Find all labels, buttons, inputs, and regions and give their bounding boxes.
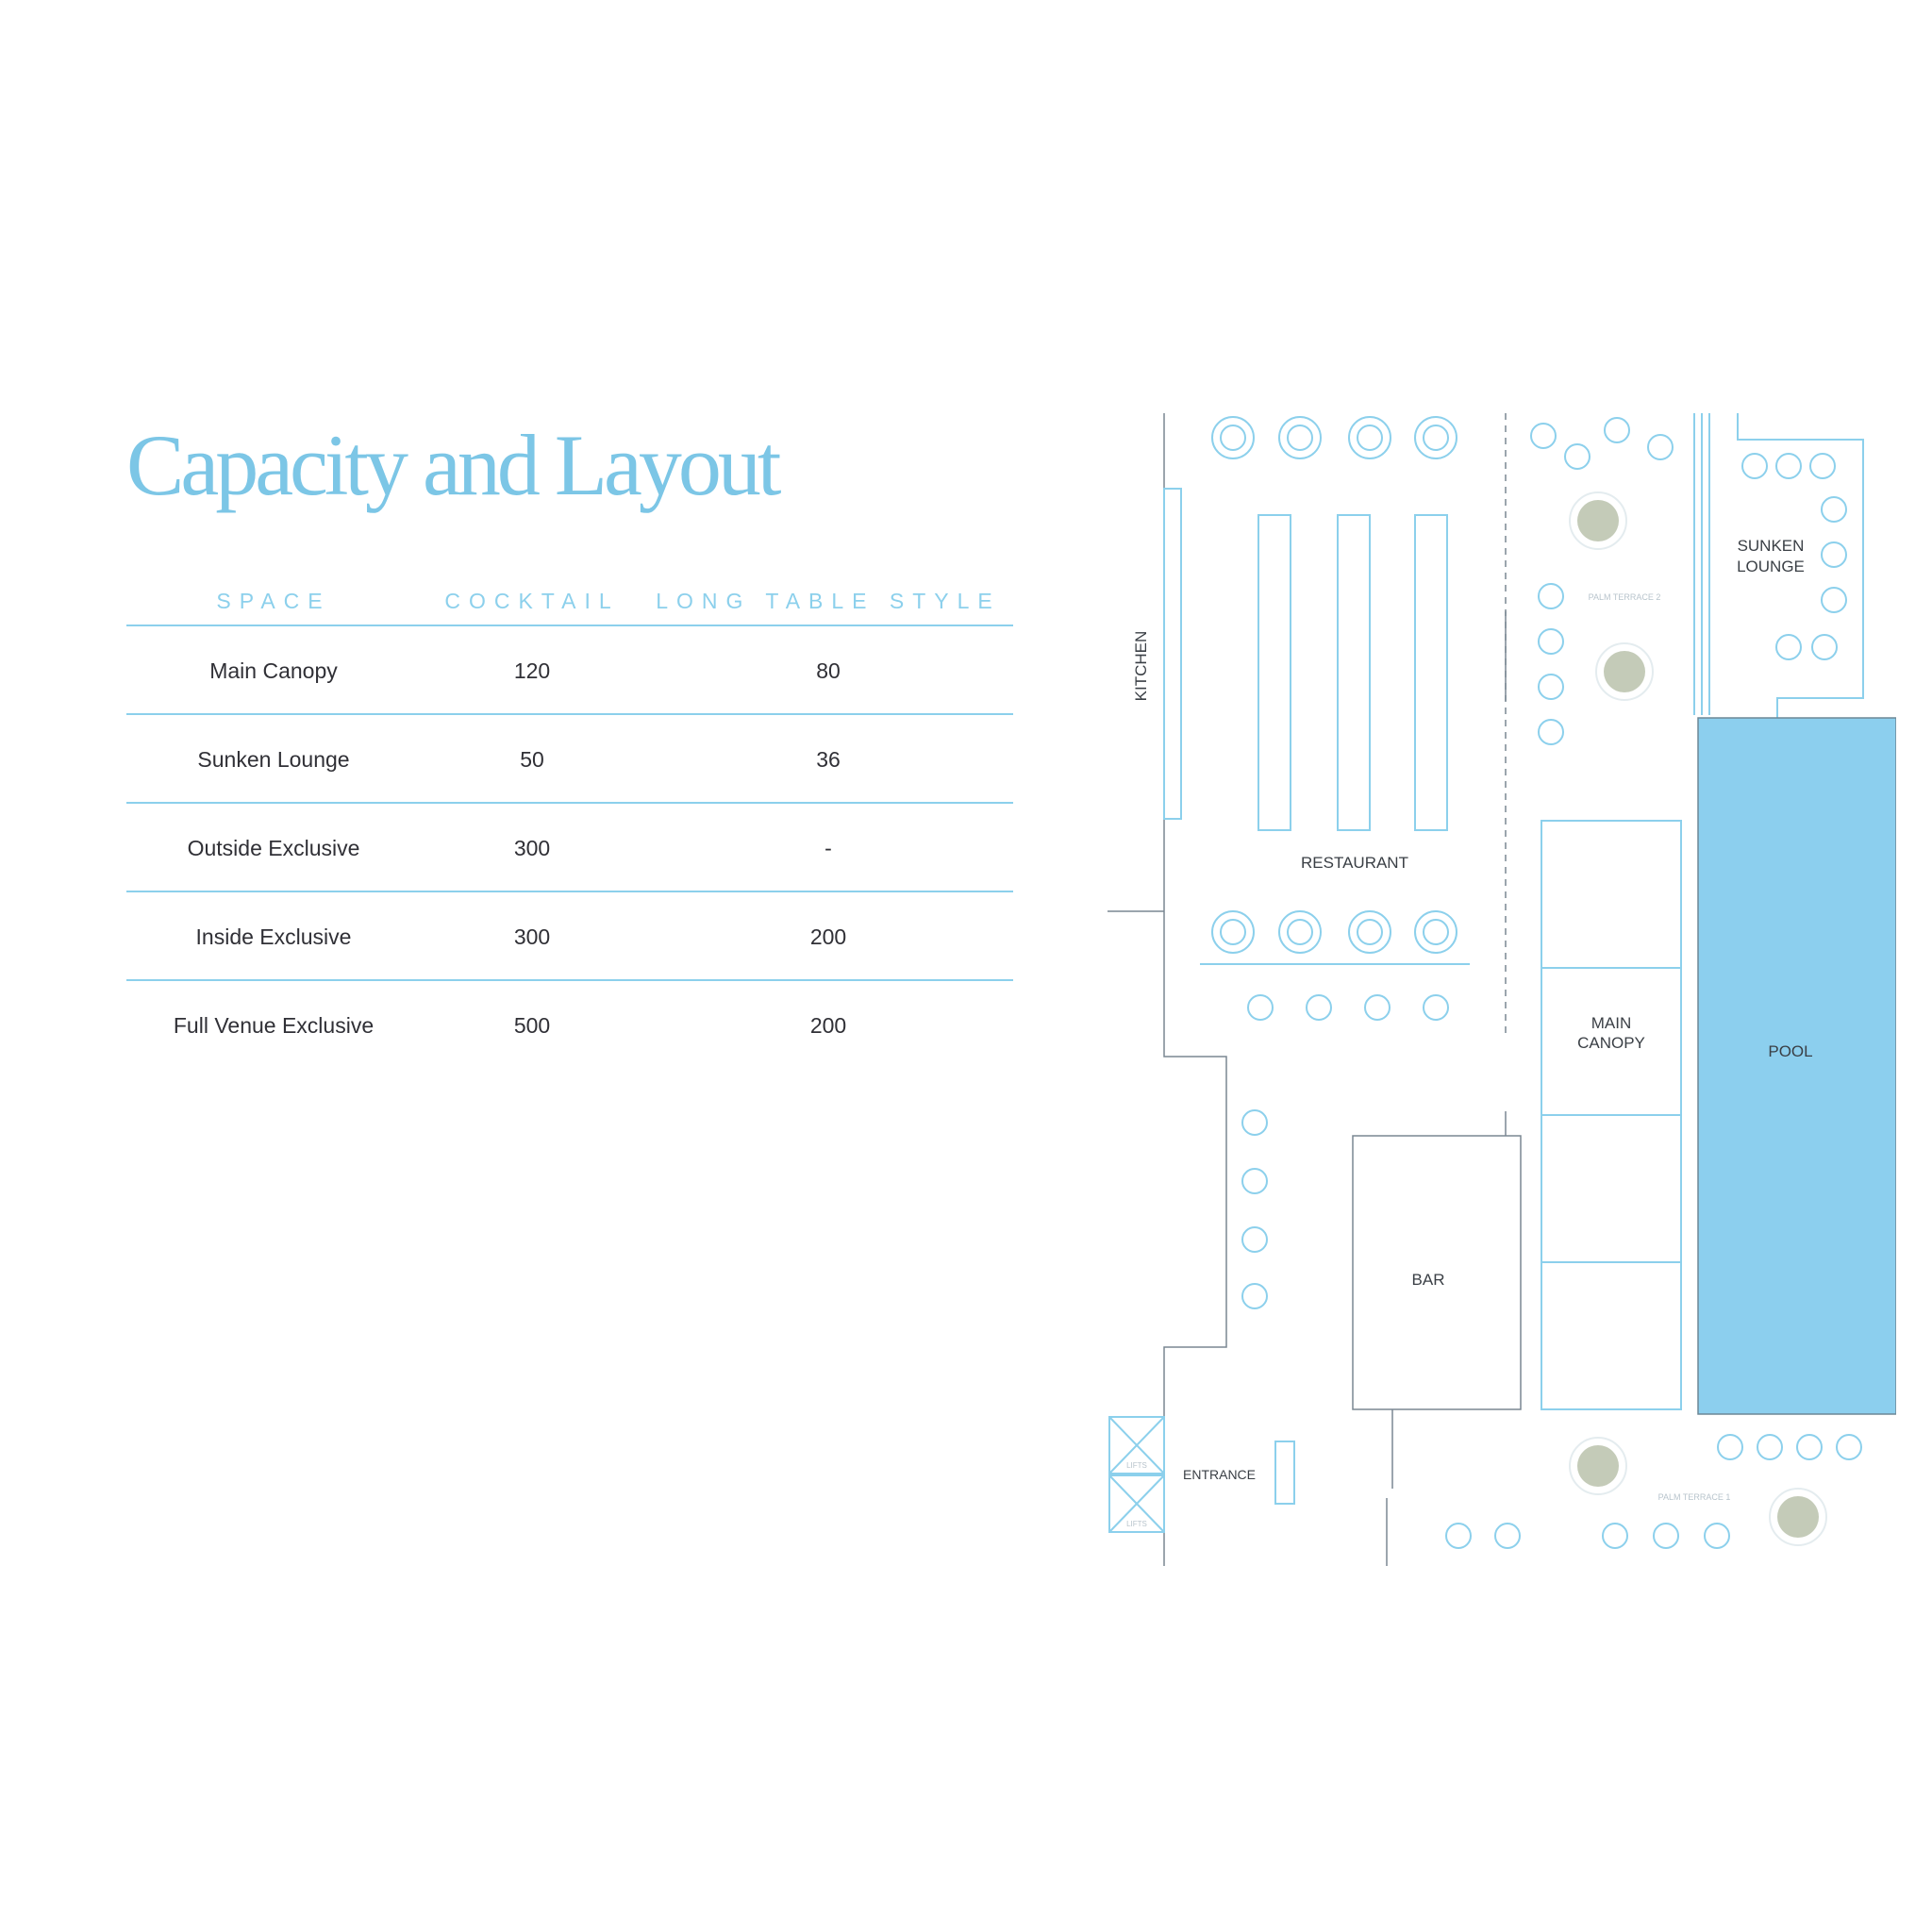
- header-space: SPACE: [216, 589, 331, 613]
- cell-space: Full Venue Exclusive: [173, 1013, 375, 1038]
- label-sunken-lounge: LOUNGE: [1737, 558, 1805, 575]
- label-bar: BAR: [1412, 1271, 1445, 1289]
- label-lifts: LIFTS: [1126, 1520, 1147, 1528]
- booths-top: [1211, 416, 1457, 459]
- table-row: Outside Exclusive 300 -: [126, 804, 1013, 892]
- cell-cocktail: 120: [513, 658, 551, 683]
- long-table: [1414, 514, 1448, 831]
- main-canopy: [1541, 820, 1682, 1410]
- terrace-2-stools: [1530, 417, 1674, 745]
- cell-space: Inside Exclusive: [195, 924, 352, 949]
- table-header: SPACE COCKTAIL LONG TABLE STYLE: [126, 574, 1013, 626]
- label-sunken-lounge: SUNKEN: [1738, 537, 1805, 555]
- label-entrance: ENTRANCE: [1183, 1467, 1256, 1482]
- long-table: [1337, 514, 1371, 831]
- cell-long-table: 80: [816, 658, 841, 683]
- pool: [1697, 717, 1896, 1415]
- cell-space: Outside Exclusive: [187, 836, 360, 860]
- cell-cocktail: 300: [513, 836, 551, 860]
- bar-counter: [1352, 1135, 1522, 1410]
- header-cocktail: COCKTAIL: [444, 589, 620, 613]
- lifts: [1108, 1416, 1165, 1533]
- header-long-table-style: LONG TABLE STYLE: [656, 589, 1001, 613]
- entrance-desk: [1274, 1441, 1295, 1505]
- table-row: Main Canopy 120 80: [126, 626, 1013, 715]
- cell-long-table: 200: [809, 924, 847, 949]
- label-lifts: LIFTS: [1126, 1461, 1147, 1470]
- terrace-1-stools: [1445, 1434, 1862, 1549]
- label-kitchen: KITCHEN: [1132, 631, 1150, 702]
- floor-plan: KITCHEN RESTAURANT SUNKEN LOUNGE MAIN CA…: [1108, 413, 1896, 1566]
- cell-cocktail: 50: [520, 747, 544, 772]
- bar-stools: [1241, 1109, 1268, 1309]
- cell-cocktail: 300: [513, 924, 551, 949]
- label-main-canopy: CANOPY: [1577, 1034, 1645, 1052]
- venue-wall: [1163, 413, 1227, 1566]
- cell-long-table: -: [824, 836, 832, 860]
- table-row: Full Venue Exclusive 500 200: [126, 981, 1013, 1068]
- label-main-canopy: MAIN: [1591, 1014, 1632, 1032]
- label-palm-terrace-1: PALM TERRACE 1: [1658, 1492, 1731, 1502]
- kitchen-counter: [1163, 488, 1182, 820]
- capacity-table: SPACE COCKTAIL LONG TABLE STYLE Main Can…: [126, 574, 1013, 1068]
- restaurant-stools: [1247, 994, 1449, 1021]
- label-pool: POOL: [1768, 1042, 1812, 1060]
- label-palm-terrace-2: PALM TERRACE 2: [1589, 592, 1661, 602]
- long-table: [1257, 514, 1291, 831]
- cell-space: Sunken Lounge: [197, 747, 350, 772]
- cell-space: Main Canopy: [209, 658, 338, 683]
- cell-long-table: 36: [816, 747, 841, 772]
- page-title: Capacity and Layout: [126, 417, 781, 513]
- table-row: Inside Exclusive 300 200: [126, 892, 1013, 981]
- cell-long-table: 200: [809, 1013, 847, 1038]
- planters: [1569, 491, 1827, 1546]
- cell-cocktail: 500: [513, 1013, 551, 1038]
- label-restaurant: RESTAURANT: [1301, 854, 1408, 872]
- table-row: Sunken Lounge 50 36: [126, 715, 1013, 804]
- booths-bottom: [1200, 910, 1470, 965]
